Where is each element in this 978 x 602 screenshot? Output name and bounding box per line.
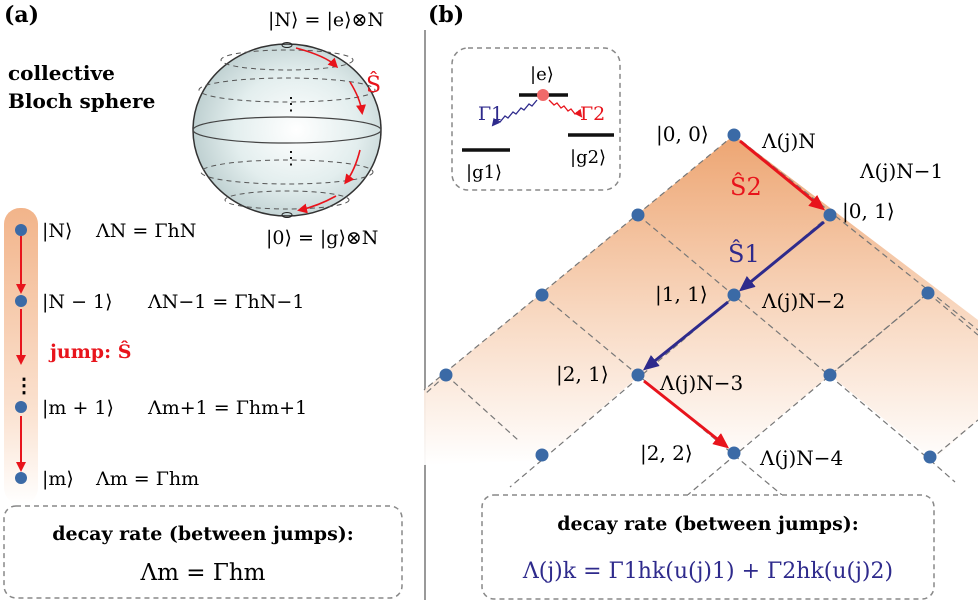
sphere-operator-label: Ŝ — [366, 71, 381, 98]
node-3-rate: Λ(j)N−3 — [659, 371, 743, 395]
inset-g1: |g1⟩ — [466, 162, 502, 183]
sphere-arrow-2 — [349, 81, 366, 115]
dots-lower: ⋮ — [282, 148, 300, 169]
sphere-arrow-1 — [295, 47, 339, 69]
lattice-nodes — [439, 128, 937, 464]
panel-b-box-title: decay rate (between jumps): — [557, 513, 859, 535]
node-2-rate: Λ(j)N−2 — [761, 289, 845, 313]
node-0-rate: Λ(j)N — [761, 129, 816, 153]
ladder-rate-3: Λm = Γhm — [95, 468, 199, 490]
ladder-state-0: |N⟩ — [42, 220, 72, 242]
node-2-state: |1, 1⟩ — [655, 282, 708, 307]
top-state-label: |N⟩ = |e⟩⊗N — [268, 9, 384, 31]
sphere-title-line2: Bloch sphere — [8, 89, 155, 113]
ladder-node-N — [15, 224, 27, 236]
ladder-rate-2: Λm+1 = Γhm+1 — [147, 397, 307, 419]
path-S1-second — [642, 300, 729, 371]
node-1-rate: Λ(j)N−1 — [859, 159, 943, 183]
dots-upper: ⋮ — [282, 94, 300, 115]
panel-a-box — [3, 505, 403, 599]
ladder-node-m — [15, 472, 27, 484]
panel-a-box-title: decay rate (between jumps): — [52, 523, 354, 545]
ladder-node-m+1 — [15, 401, 27, 413]
panel-b-label: (b) — [428, 2, 464, 28]
level-inset: |e⟩ |g1⟩ |g2⟩ Γ1 Γ2 — [451, 47, 621, 191]
ladder-state-2: |m + 1⟩ — [42, 397, 114, 419]
op-S1-label: Ŝ1 — [728, 239, 760, 268]
path-S2-second — [643, 379, 730, 449]
node-1-state: |0, 1⟩ — [842, 199, 895, 224]
node-0-state: |0, 0⟩ — [656, 122, 709, 147]
sphere-arrow-3 — [344, 149, 361, 185]
path-S2-first — [739, 139, 826, 211]
op-S2-label: Ŝ2 — [730, 172, 762, 201]
bottom-state-label: |0⟩ = |g⟩⊗N — [266, 227, 378, 249]
ladder-dots: ⋮ — [14, 373, 34, 397]
panel-b-box — [481, 494, 935, 600]
panel-b-box-formula: Λ(j)k = Γ1hk(u(j)1) + Γ2hk(u(j)2) — [522, 559, 893, 584]
inset-excited: |e⟩ — [530, 64, 554, 85]
ladder-rate-1: ΛN−1 = ΓhN−1 — [147, 291, 304, 313]
panel-a-label: (a) — [4, 2, 39, 28]
node-4-state: |2, 2⟩ — [640, 441, 693, 466]
bloch-sphere: ⋮ ⋮ — [192, 42, 382, 218]
inset-g2: |g2⟩ — [570, 147, 606, 168]
ladder-state-3: |m⟩ — [42, 468, 74, 490]
inset-gamma1: Γ1 — [478, 103, 503, 125]
sphere-title-line1: collective — [8, 61, 115, 85]
inset-gamma2: Γ2 — [580, 103, 605, 125]
path-S1-first — [738, 220, 825, 292]
node-3-state: |2, 1⟩ — [556, 362, 609, 387]
panel-a-box-formula: Λm = Γhm — [140, 560, 266, 586]
ladder-rate-0: ΛN = ΓhN — [95, 220, 196, 242]
node-4-rate: Λ(j)N−4 — [759, 446, 843, 470]
sphere-arrow-4 — [297, 195, 337, 214]
lattice-shade — [424, 135, 978, 465]
ladder-node-N-1 — [15, 295, 27, 307]
ladder-state-1: |N − 1⟩ — [42, 291, 113, 313]
jump-label: jump: Ŝ — [48, 340, 131, 363]
